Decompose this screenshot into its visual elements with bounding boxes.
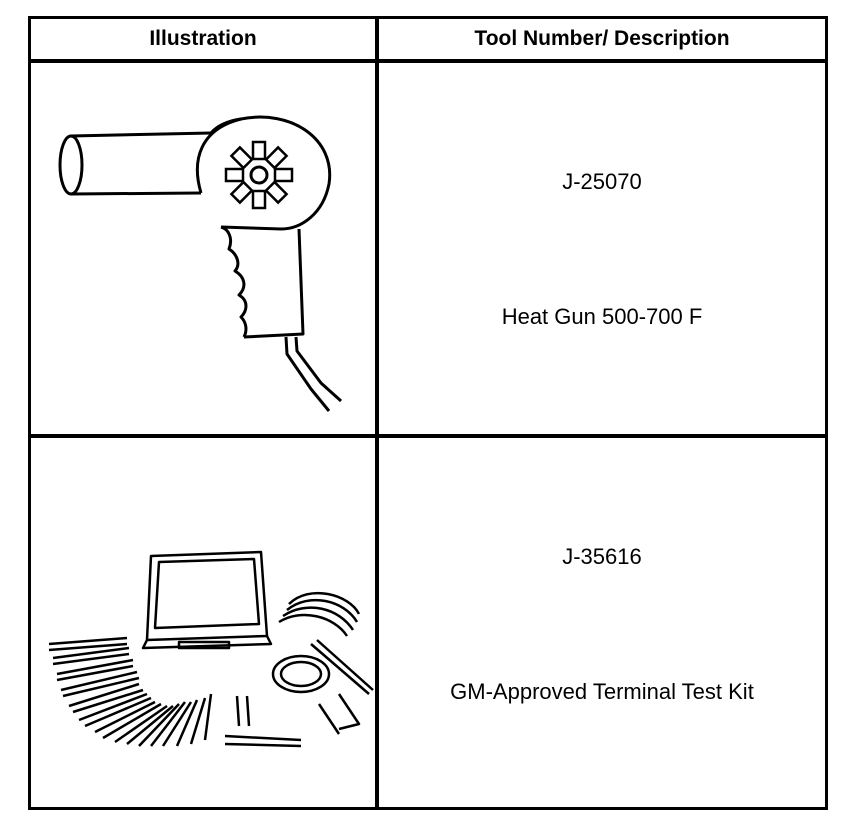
heat-gun-icon (58, 115, 343, 412)
tool-number-1: J-25070 (562, 169, 642, 194)
terminal-test-kit-icon (48, 550, 374, 748)
column-divider (375, 19, 379, 807)
header-tool-description: Tool Number/ Description (474, 27, 730, 50)
header-illustration: Illustration (149, 27, 257, 50)
row-divider (31, 434, 825, 438)
tool-table: Illustration Tool Number/ Description J-… (28, 16, 828, 810)
tool-description-1: Heat Gun 500-700 F (501, 304, 703, 329)
tool-number-2: J-35616 (562, 544, 642, 569)
tool-description-2: GM-Approved Terminal Test Kit (450, 679, 754, 704)
header-divider (31, 59, 825, 63)
